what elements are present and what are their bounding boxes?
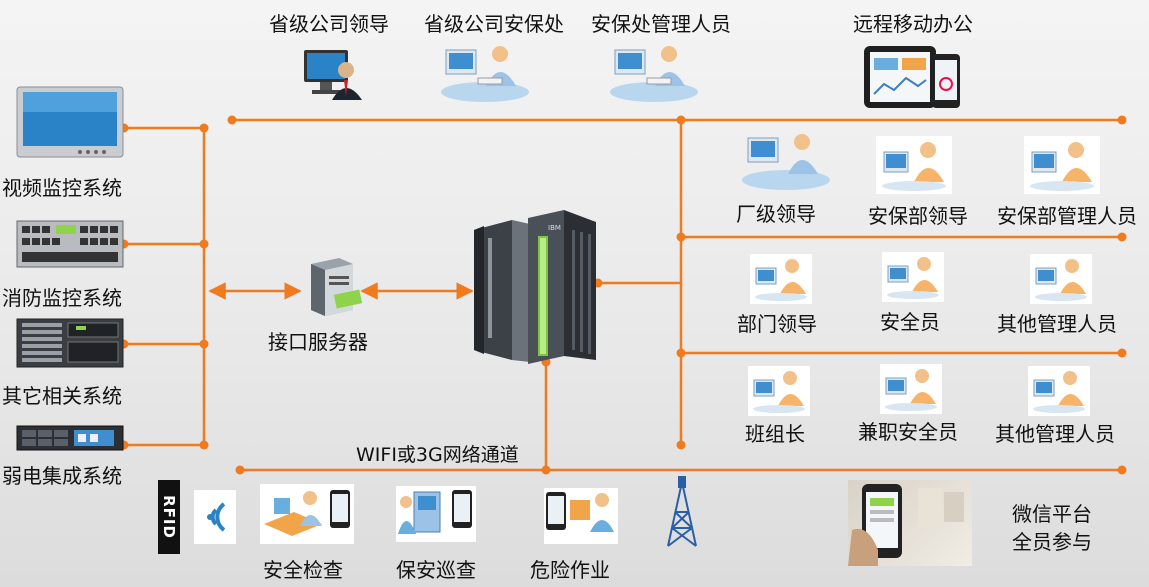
label-video-system: 视频监控系统 [2, 176, 122, 200]
label-provincial-leader: 省级公司领导 [269, 12, 389, 36]
label-safety-officer: 安全员 [880, 310, 940, 334]
label-security-patrol: 保安巡查 [396, 558, 476, 582]
label-wechat-line2: 全员参与 [1012, 530, 1092, 554]
cell-tower-icon [667, 476, 697, 547]
label-weak-current-system: 弱电集成系统 [2, 464, 122, 488]
hazardous-work-icon [544, 488, 618, 544]
server-rack-icon [16, 318, 124, 368]
tablet-phone-icon [864, 46, 960, 108]
desk-worker-icon [1030, 254, 1092, 304]
wechat-phone-photo [848, 480, 972, 566]
desk-worker-icon [748, 366, 810, 416]
leader-monitor-icon [304, 50, 362, 100]
label-security-office-staff: 安保处管理人员 [591, 12, 731, 36]
label-interface-server: 接口服务器 [268, 330, 368, 354]
label-other-system: 其它相关系统 [2, 384, 122, 408]
label-factory-leader: 厂级领导 [736, 202, 816, 226]
label-remote-mobile-office: 远程移动办公 [853, 12, 973, 36]
label-other-staff-2: 其他管理人员 [995, 422, 1115, 446]
label-other-staff-1: 其他管理人员 [997, 312, 1117, 336]
label-fire-system: 消防监控系统 [2, 286, 122, 310]
main-server-cluster-icon: IBM [474, 210, 596, 364]
label-team-leader: 班组长 [745, 422, 805, 446]
desk-worker-icon [1028, 366, 1090, 416]
security-patrol-icon [396, 486, 476, 542]
label-safety-check: 安全检查 [263, 558, 343, 582]
label-network-channel: WIFI或3G网络通道 [356, 444, 519, 466]
label-security-dept-leader: 安保部领导 [868, 204, 968, 228]
label-security-dept-staff: 安保部管理人员 [997, 204, 1137, 228]
label-hazardous-work: 危险作业 [530, 558, 610, 582]
desk-worker-icon [1024, 136, 1100, 194]
video-monitor-icon [16, 86, 124, 158]
label-wechat-line1: 微信平台 [1012, 502, 1092, 526]
switch-rack-icon [16, 220, 124, 268]
label-part-time-safety: 兼职安全员 [858, 420, 958, 444]
svg-text:IBM: IBM [548, 224, 561, 232]
desk-worker-icon [742, 134, 830, 190]
desk-worker-icon [441, 46, 529, 102]
rfid-tag-icon: RFID [158, 480, 180, 554]
desk-worker-icon [610, 46, 698, 102]
wireless-signal-icon [194, 490, 236, 544]
desk-worker-icon [876, 136, 952, 194]
label-provincial-security-office: 省级公司安保处 [424, 12, 564, 36]
desk-worker-icon [750, 254, 812, 304]
rfid-text: RFID [160, 495, 178, 539]
safety-check-icon [260, 484, 354, 544]
integration-rack-icon [16, 425, 124, 451]
desk-worker-icon [882, 252, 944, 302]
label-dept-leader: 部门领导 [737, 312, 817, 336]
hand-phone-icon [848, 484, 964, 566]
desk-worker-icon [880, 364, 942, 414]
interface-server-icon [311, 258, 363, 316]
